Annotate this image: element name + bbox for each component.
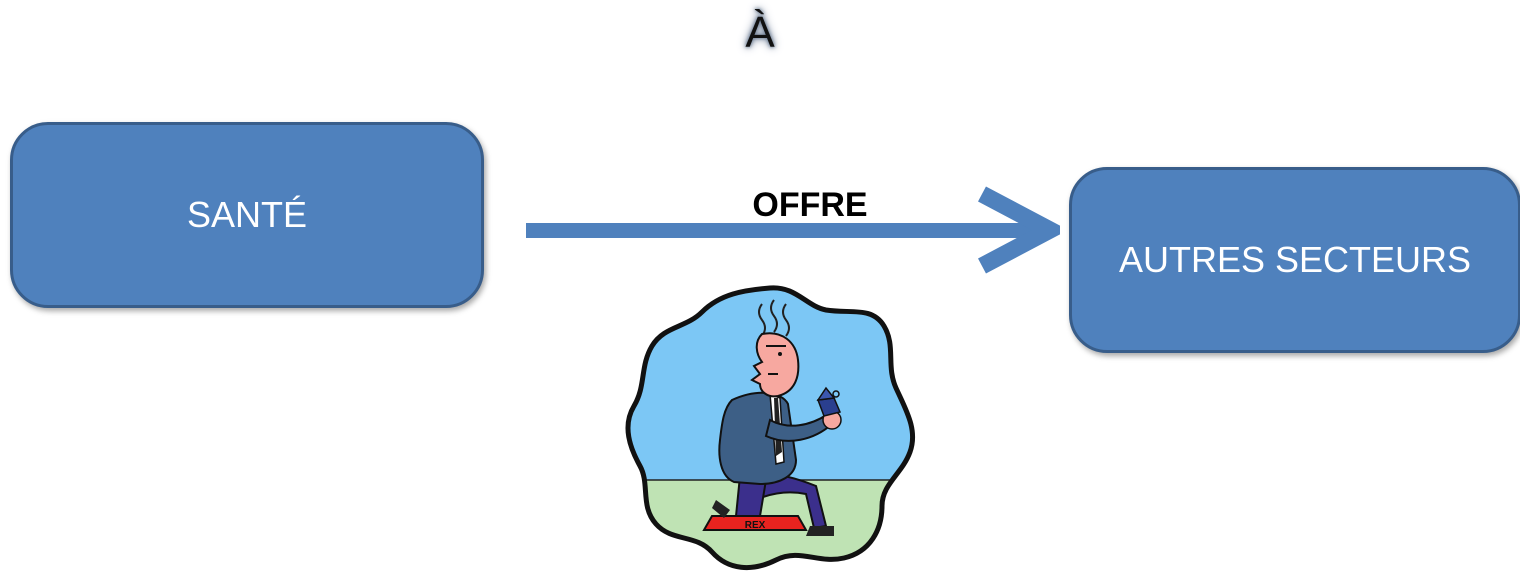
arrow-shaft: [526, 223, 1046, 238]
sante-box: SANTÉ: [10, 122, 484, 308]
autres-secteurs-box: AUTRES SECTEURS: [1069, 167, 1520, 353]
offre-label: OFFRE: [752, 186, 868, 224]
top-letter: À: [745, 8, 775, 57]
autres-secteurs-label: AUTRES SECTEURS: [1118, 239, 1472, 280]
sante-label: SANTÉ: [186, 194, 308, 235]
arrow-head: [978, 186, 1060, 274]
man-kneeling-offering-ring-icon: REX: [625, 285, 916, 571]
offre-arrow: [526, 186, 1060, 274]
bowl-label: REX: [745, 520, 766, 531]
